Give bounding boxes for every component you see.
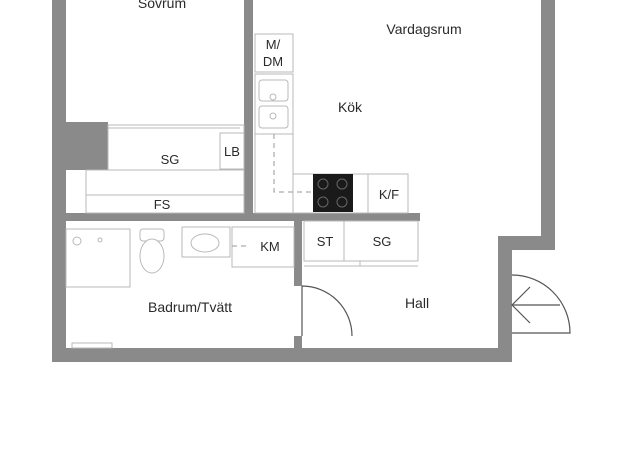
room-label-vardagsrum: Vardagsrum: [386, 21, 461, 37]
label-m-dm-1: M/: [266, 37, 281, 52]
stove: [313, 174, 353, 212]
wall-entry-left: [498, 236, 512, 362]
entry-arrow-icon: [511, 286, 531, 324]
wall-left-outer: [52, 0, 66, 362]
kitchen-fittings: [254, 33, 409, 214]
stove-plate-3: [317, 196, 329, 208]
bedroom-fittings: [85, 124, 245, 214]
doors: [301, 274, 571, 337]
cabinet-dashed: [273, 134, 314, 193]
label-sg-hall: SG: [373, 234, 392, 249]
walls: [52, 0, 555, 362]
wall-entry-bottom: [498, 333, 512, 362]
stove-plate-1: [317, 178, 329, 190]
wall-bottom-outer: [52, 348, 512, 362]
labels: Sovrum Vardagsrum Kök Badrum/Tvätt Hall …: [138, 0, 462, 315]
label-kf: K/F: [379, 187, 399, 202]
shower-drain: [97, 237, 103, 243]
sink-basin-top: [258, 79, 289, 102]
washbasin: [190, 233, 220, 253]
dishwasher-box: [254, 33, 294, 73]
label-m-dm-2: DM: [263, 54, 283, 69]
toilet-bowl: [139, 238, 165, 274]
wall-bath-hall: [294, 221, 302, 286]
room-label-badrum: Badrum/Tvätt: [148, 299, 232, 315]
bathroom-door-swing: [301, 285, 353, 337]
stove-plate-2: [336, 178, 348, 190]
sink-basin-bottom: [258, 105, 289, 129]
room-label-kok: Kök: [338, 99, 363, 115]
wardrobe-hall-sg: [343, 220, 419, 262]
fridge-freezer: [367, 173, 409, 214]
shower-head: [72, 236, 82, 246]
linen-cabinet: [219, 132, 245, 170]
fs-storage: [85, 169, 245, 214]
wall-middle-horizontal: [52, 213, 420, 221]
entry-door-swing: [511, 274, 571, 334]
washing-machine: [231, 226, 295, 268]
sink-drain-1: [269, 93, 277, 101]
wall-right-outer: [541, 0, 555, 250]
room-label-sovrum: Sovrum: [138, 0, 186, 11]
label-km: KM: [260, 239, 280, 254]
shower-area: [65, 228, 131, 288]
label-lb: LB: [224, 144, 240, 159]
storage-st: [303, 220, 345, 262]
wall-bath-hall-lower: [294, 336, 302, 350]
label-sg-bedroom: SG: [161, 152, 180, 167]
label-fs: FS: [154, 197, 171, 212]
wall-entry-top: [498, 236, 555, 250]
stove-plate-4: [336, 196, 348, 208]
bathroom-fittings: [65, 226, 295, 349]
sink-drain-2: [269, 112, 277, 120]
bath-mat: [71, 342, 113, 349]
hall-fittings: [303, 220, 419, 267]
wall-block: [66, 122, 108, 170]
label-st: ST: [317, 234, 334, 249]
room-label-hall: Hall: [405, 295, 429, 311]
wall-bedroom-right: [244, 0, 253, 220]
